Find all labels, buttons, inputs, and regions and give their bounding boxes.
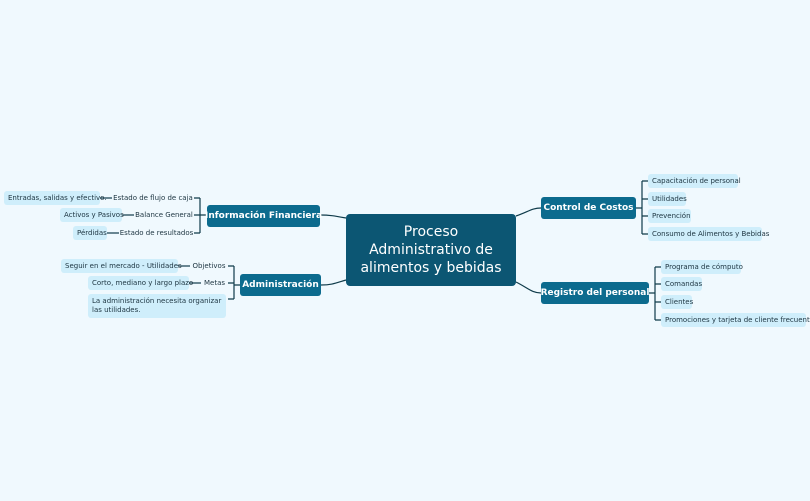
sub-estado-resultados[interactable]: Estado de resultados: [119, 229, 194, 237]
leaf-entradas-salidas[interactable]: Entradas, salidas y efectivo.: [4, 191, 107, 205]
branch-control-costos[interactable]: Control de Costos: [541, 197, 636, 219]
leaf-comandas[interactable]: Comandas: [661, 277, 702, 291]
leaf-capacitacion-personal[interactable]: Capacitación de personal: [648, 174, 741, 188]
leaf-perdidas[interactable]: Pérdidas: [73, 226, 107, 240]
connector-registro-items: [649, 266, 661, 321]
sub-estado-flujo-caja[interactable]: Estado de flujo de caja: [113, 194, 193, 202]
connector-admin-subs: [228, 265, 240, 300]
leaf-seguir-mercado[interactable]: Seguir en el mercado - Utilidades: [61, 259, 182, 273]
leaf-clientes[interactable]: Clientes: [661, 295, 693, 309]
connector-center-informacion: [319, 214, 347, 219]
central-topic[interactable]: Proceso Administrativo de alimentos y be…: [346, 214, 516, 286]
sub-balance-general[interactable]: Balance General: [135, 211, 193, 219]
leaf-corto-mediano-largo[interactable]: Corto, mediano y largo plazo: [88, 276, 193, 290]
branch-administracion[interactable]: Administración: [240, 274, 321, 296]
leaf-prevencion[interactable]: Prevención: [648, 209, 691, 223]
connector-center-registro: [515, 281, 542, 294]
connector-center-administracion: [320, 279, 347, 286]
connector-info-subs: [194, 197, 207, 234]
leaf-programa-computo[interactable]: Programa de cómputo: [661, 260, 743, 274]
leaf-activos-pasivos[interactable]: Activos y Pasivos: [60, 208, 124, 222]
leaf-utilidades[interactable]: Utilidades: [648, 192, 687, 206]
sub-objetivos[interactable]: Objetivos: [192, 262, 226, 270]
leaf-promociones-tarjeta[interactable]: Promociones y tarjeta de cliente frecuen…: [661, 313, 810, 327]
connector-control-items: [636, 180, 648, 235]
sub-metas[interactable]: Metas: [203, 279, 226, 287]
connector-center-control: [515, 207, 542, 217]
leaf-consumo-alimentos[interactable]: Consumo de Alimentos y Bebidas: [648, 227, 769, 241]
branch-informacion-financiera[interactable]: Información Financiera: [205, 205, 322, 227]
leaf-administracion-nota[interactable]: La administración necesita organizar las…: [88, 294, 226, 318]
branch-registro-personal[interactable]: Registro del personal: [541, 282, 649, 304]
